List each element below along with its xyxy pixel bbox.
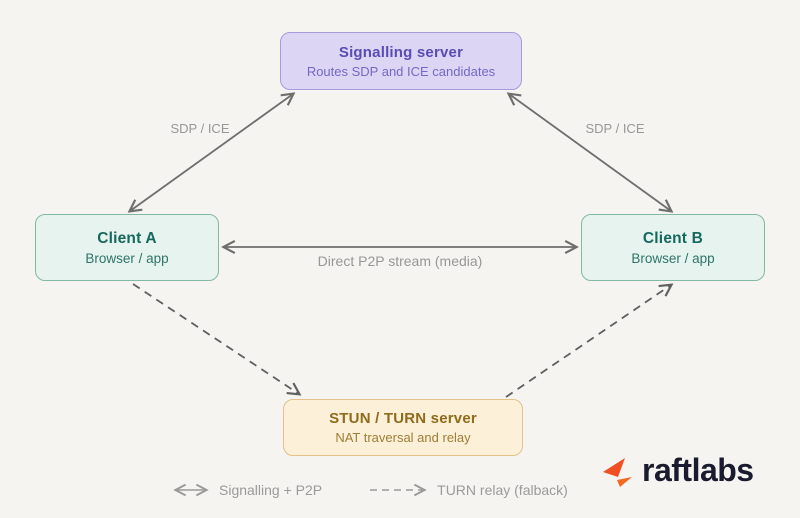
raftlabs-logo-text: raftlabs: [642, 451, 754, 488]
client-b-subtitle: Browser / app: [631, 250, 715, 266]
arrow-signalling-client-a: [130, 94, 293, 211]
stun-turn-subtitle: NAT traversal and relay: [335, 430, 471, 445]
arrow-stun-turn-client-b: [505, 285, 671, 398]
node-client-b: Client B Browser / app: [581, 214, 765, 281]
legend-item-signalling-p2p: Signalling + P2P: [170, 482, 322, 498]
arrow-signalling-client-b: [509, 94, 671, 211]
legend: Signalling + P2P TURN relay (falback): [170, 482, 568, 498]
node-client-a: Client A Browser / app: [35, 214, 219, 281]
legend-label: TURN relay (falback): [437, 482, 568, 498]
legend-label: Signalling + P2P: [219, 482, 323, 498]
stun-turn-title: STUN / TURN server: [329, 410, 477, 427]
dashed-arrow-icon: [370, 484, 430, 496]
raftlabs-logo: raftlabs: [599, 450, 754, 490]
arrow-client-a-stun-turn: [132, 283, 299, 394]
signalling-server-subtitle: Routes SDP and ICE candidates: [306, 63, 496, 79]
node-signalling-server: Signalling server Routes SDP and ICE can…: [280, 32, 522, 90]
raftlabs-mark-icon: [603, 458, 632, 487]
node-stun-turn-server: STUN / TURN server NAT traversal and rel…: [283, 399, 523, 456]
edge-label-direct-p2p: Direct P2P stream (media): [317, 253, 483, 269]
signalling-server-title: Signalling server: [338, 43, 464, 61]
double-arrow-icon: [170, 484, 212, 496]
edge-label-sdp-ice-left: SDP / ICE: [170, 121, 230, 136]
legend-item-turn-relay: TURN relay (falback): [368, 482, 568, 498]
client-a-subtitle: Browser / app: [85, 250, 169, 266]
edge-label-sdp-ice-right: SDP / ICE: [585, 121, 645, 136]
client-b-title: Client B: [642, 229, 704, 247]
client-a-title: Client A: [97, 229, 157, 247]
